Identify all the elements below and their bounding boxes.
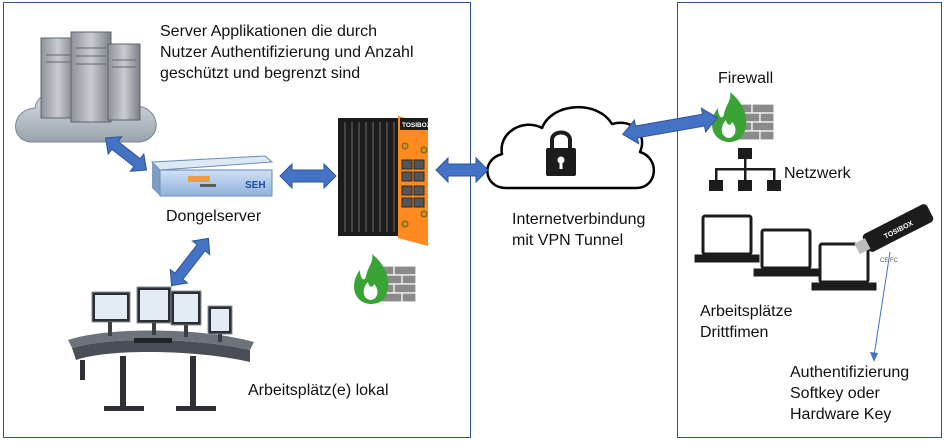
server-applications-label: Server Applikationen die durch Nutzer Au… — [160, 23, 414, 82]
third-party-workstations-label: Arbeitsplätze Drittfimen — [700, 303, 793, 341]
firewall-right-icon — [712, 92, 775, 142]
arrow-server-dongleserver — [104, 136, 148, 172]
svg-text:CE FC: CE FC — [880, 258, 899, 264]
arrow-router-cloud — [435, 156, 489, 184]
arrow-cloud-firewall — [621, 107, 719, 145]
router-icon: TOSIBOX — [338, 116, 432, 246]
server-cloud-icon — [15, 31, 157, 143]
dongle-server-icon: SEH — [150, 155, 274, 197]
internet-vpn-label: Internetverbindung mit VPN Tunnel — [512, 211, 646, 249]
laptop-icon — [694, 214, 877, 291]
arrow-dongleserver-workstation — [169, 237, 211, 287]
firewall-label: Firewall — [718, 70, 774, 87]
auth-pointer-arrow — [870, 251, 891, 362]
router-brand: TOSIBOX — [402, 122, 432, 129]
network-hierarchy-icon — [709, 148, 781, 191]
connection-arrows — [104, 107, 719, 287]
arrow-dongleserver-router — [279, 162, 337, 190]
vpn-cloud-lock-icon — [486, 105, 656, 190]
firewall-icon — [354, 254, 417, 304]
dongelserver-label: Dongelserver — [166, 208, 262, 225]
dongle-server-brand: SEH — [245, 180, 266, 191]
local-workstations-label: Arbeitsplätz(e) lokal — [248, 382, 389, 399]
workstation-desk-icon — [68, 286, 254, 411]
usb-key-icon: TOSIBOX CE FC — [854, 204, 934, 264]
authentication-label: Authentifizierung Softkey oder Hardware … — [790, 364, 910, 423]
network-label: Netzwerk — [784, 165, 851, 182]
